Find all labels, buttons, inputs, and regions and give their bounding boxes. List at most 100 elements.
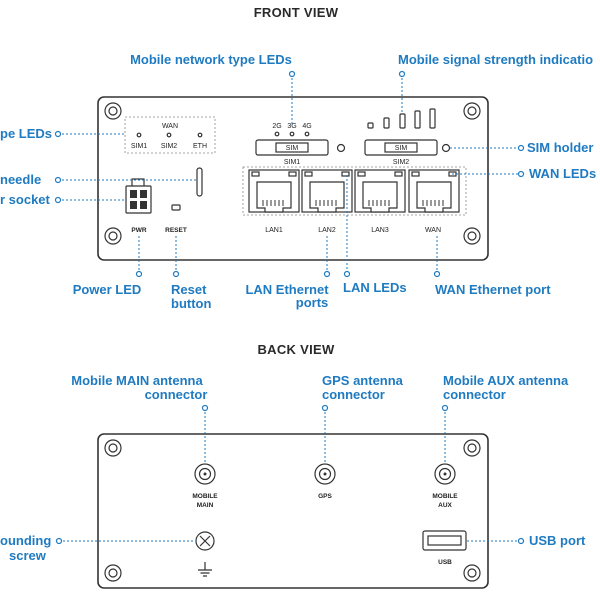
leader-dot-wan-leds	[517, 170, 525, 178]
callout-wan-port: WAN Ethernet port	[435, 282, 551, 297]
net-led-label-3g: 3G	[287, 123, 296, 130]
ethernet-port-lan3	[354, 169, 406, 213]
wan-led-group-label: WAN	[162, 123, 178, 130]
gps-label: GPS	[318, 493, 332, 500]
callout-sim-holder: SIM holder	[527, 140, 593, 155]
antenna-connector-aux	[434, 463, 456, 485]
callout-lan-line2: ports	[296, 295, 329, 310]
sim-eject-hole	[336, 143, 346, 153]
back-mount-screw-tr	[463, 439, 481, 457]
leader-dot-reset	[172, 270, 180, 278]
reset-label: RESET	[165, 227, 187, 234]
back-mount-screw-tl	[104, 439, 122, 457]
aux-label-line1: MOBILE	[432, 493, 458, 500]
signal-strength-bars	[367, 108, 436, 129]
callout-type-leds: pe LEDs	[0, 126, 52, 141]
leader-dot-lan-ports	[323, 270, 331, 278]
leader-dot-network-type	[288, 70, 296, 78]
power-socket	[125, 178, 152, 214]
aux-label-line2: AUX	[438, 502, 452, 509]
leader-dot-socket	[54, 196, 62, 204]
main-label-line2: MAIN	[197, 502, 214, 509]
net-led-label-4g: 4G	[302, 123, 311, 130]
callout-lan-line1: LAN Ethernet	[245, 282, 329, 297]
callout-aux-line2: connector	[443, 387, 506, 402]
front-mount-screw-tr	[463, 102, 481, 120]
callout-ground-line2: screw	[9, 548, 47, 563]
ethernet-port-wan	[408, 169, 460, 213]
back-mount-screw-bl	[104, 564, 122, 582]
port-label-lan3: LAN3	[371, 227, 389, 234]
grounding-screw	[195, 531, 215, 551]
callout-gps-line1: GPS antenna	[322, 373, 404, 388]
callout-main-line1: Mobile MAIN antenna	[71, 373, 203, 388]
antenna-connector-main	[194, 463, 216, 485]
needle-slot	[196, 167, 203, 197]
front-view-title: FRONT VIEW	[254, 5, 339, 20]
main-label-line1: MOBILE	[192, 493, 218, 500]
callout-needle: needle	[0, 172, 41, 187]
callout-aux-line1: Mobile AUX antenna	[443, 373, 569, 388]
back-view-title: BACK VIEW	[257, 342, 335, 357]
led-label-sim2: SIM2	[161, 143, 177, 150]
leader-dot-main	[201, 404, 209, 412]
leader-dot-signal	[398, 70, 406, 78]
status-leds-box	[124, 116, 216, 154]
led-sim1	[136, 132, 142, 138]
leader-dot-gps	[321, 404, 329, 412]
callout-usb-port: USB port	[529, 533, 586, 548]
leader-dot-lan-leds	[343, 270, 351, 278]
callout-power-led: Power LED	[73, 282, 142, 297]
callout-reset-line2: button	[171, 296, 211, 311]
usb-label: USB	[438, 559, 452, 566]
leader-dot-usb	[517, 537, 525, 545]
sim1-label: SIM1	[284, 159, 300, 166]
reset-button	[171, 204, 181, 211]
led-eth	[197, 132, 203, 138]
callout-main-line2: connector	[145, 387, 208, 402]
callout-gps-line2: connector	[322, 387, 385, 402]
front-mount-screw-tl	[104, 102, 122, 120]
callout-reset-line1: Reset	[171, 282, 207, 297]
back-chassis	[97, 433, 489, 589]
pwr-label: PWR	[131, 227, 146, 234]
antenna-connector-gps	[314, 463, 336, 485]
leader-dot-sim-holder	[517, 144, 525, 152]
ethernet-port-lan2	[301, 169, 353, 213]
leader-dot-wan-port	[433, 270, 441, 278]
callout-signal-strength: Mobile signal strength indicatio	[398, 52, 593, 67]
leader-dot-ground	[55, 537, 63, 545]
leader-dot-needle	[54, 176, 62, 184]
front-mount-screw-br	[463, 227, 481, 245]
leader-dot-type-leds	[54, 130, 62, 138]
net-led-2g	[274, 131, 280, 137]
net-led-label-2g: 2G	[272, 123, 281, 130]
ethernet-ports-box	[242, 166, 467, 216]
sim1-slot: SIM	[255, 139, 329, 156]
sim2-slot: SIM	[364, 139, 438, 156]
callout-network-type-leds: Mobile network type LEDs	[130, 52, 292, 67]
sim-holder-button	[441, 143, 451, 153]
net-led-3g	[289, 131, 295, 137]
usb-port	[422, 530, 467, 551]
leader-dot-aux	[441, 404, 449, 412]
port-label-wan: WAN	[425, 227, 441, 234]
net-led-4g	[304, 131, 310, 137]
port-label-lan1: LAN1	[265, 227, 283, 234]
led-label-eth: ETH	[193, 143, 207, 150]
ground-symbol-icon	[198, 562, 212, 577]
back-mount-screw-br	[463, 564, 481, 582]
led-label-sim1: SIM1	[131, 143, 147, 150]
sim2-slot-text: SIM	[395, 145, 408, 152]
port-label-lan2: LAN2	[318, 227, 336, 234]
sim2-label: SIM2	[393, 159, 409, 166]
ethernet-port-lan1	[248, 169, 300, 213]
sim1-slot-text: SIM	[286, 145, 299, 152]
led-sim2	[166, 132, 172, 138]
callout-wan-leds: WAN LEDs	[529, 166, 596, 181]
front-mount-screw-bl	[104, 227, 122, 245]
callout-lan-leds: LAN LEDs	[343, 280, 407, 295]
callout-socket: r socket	[0, 192, 51, 207]
callout-ground-line1: ounding	[0, 533, 51, 548]
